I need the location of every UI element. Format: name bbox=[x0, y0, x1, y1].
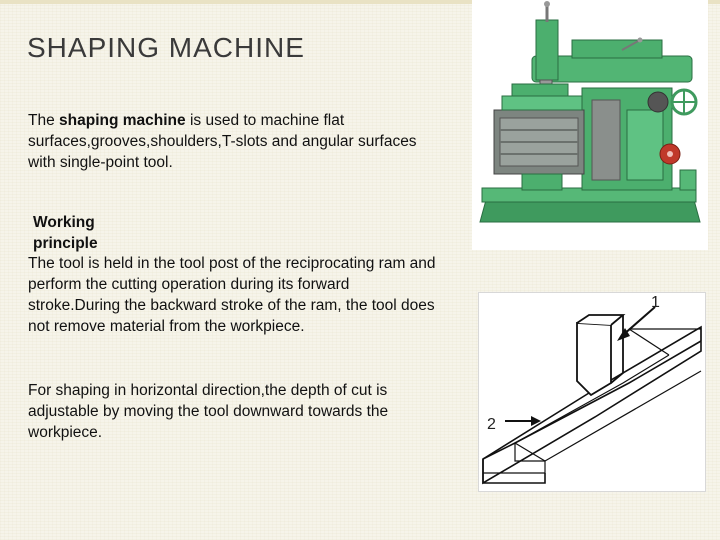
diagram-label-1: 1 bbox=[651, 294, 660, 311]
intro-prefix: The bbox=[28, 112, 60, 129]
diagram-label-2: 2 bbox=[487, 416, 496, 433]
intro-suffix: is used to machine flat surfaces,grooves… bbox=[28, 112, 417, 171]
tool-workpiece-diagram: 1 2 bbox=[478, 292, 706, 492]
horizontal-paragraph: For shaping in horizontal direction,the … bbox=[28, 382, 389, 441]
top-rule bbox=[0, 0, 720, 4]
intro-term: shaping machine bbox=[59, 112, 186, 129]
working-principle-heading: Working principle bbox=[33, 214, 98, 252]
principle-paragraph: The tool is held in the tool post of the… bbox=[28, 255, 436, 335]
intro-paragraph: The shaping machine is used to machine f… bbox=[28, 110, 438, 173]
slide-title: SHAPING MACHINE bbox=[27, 32, 305, 63]
shaping-machine-image bbox=[472, 0, 708, 250]
